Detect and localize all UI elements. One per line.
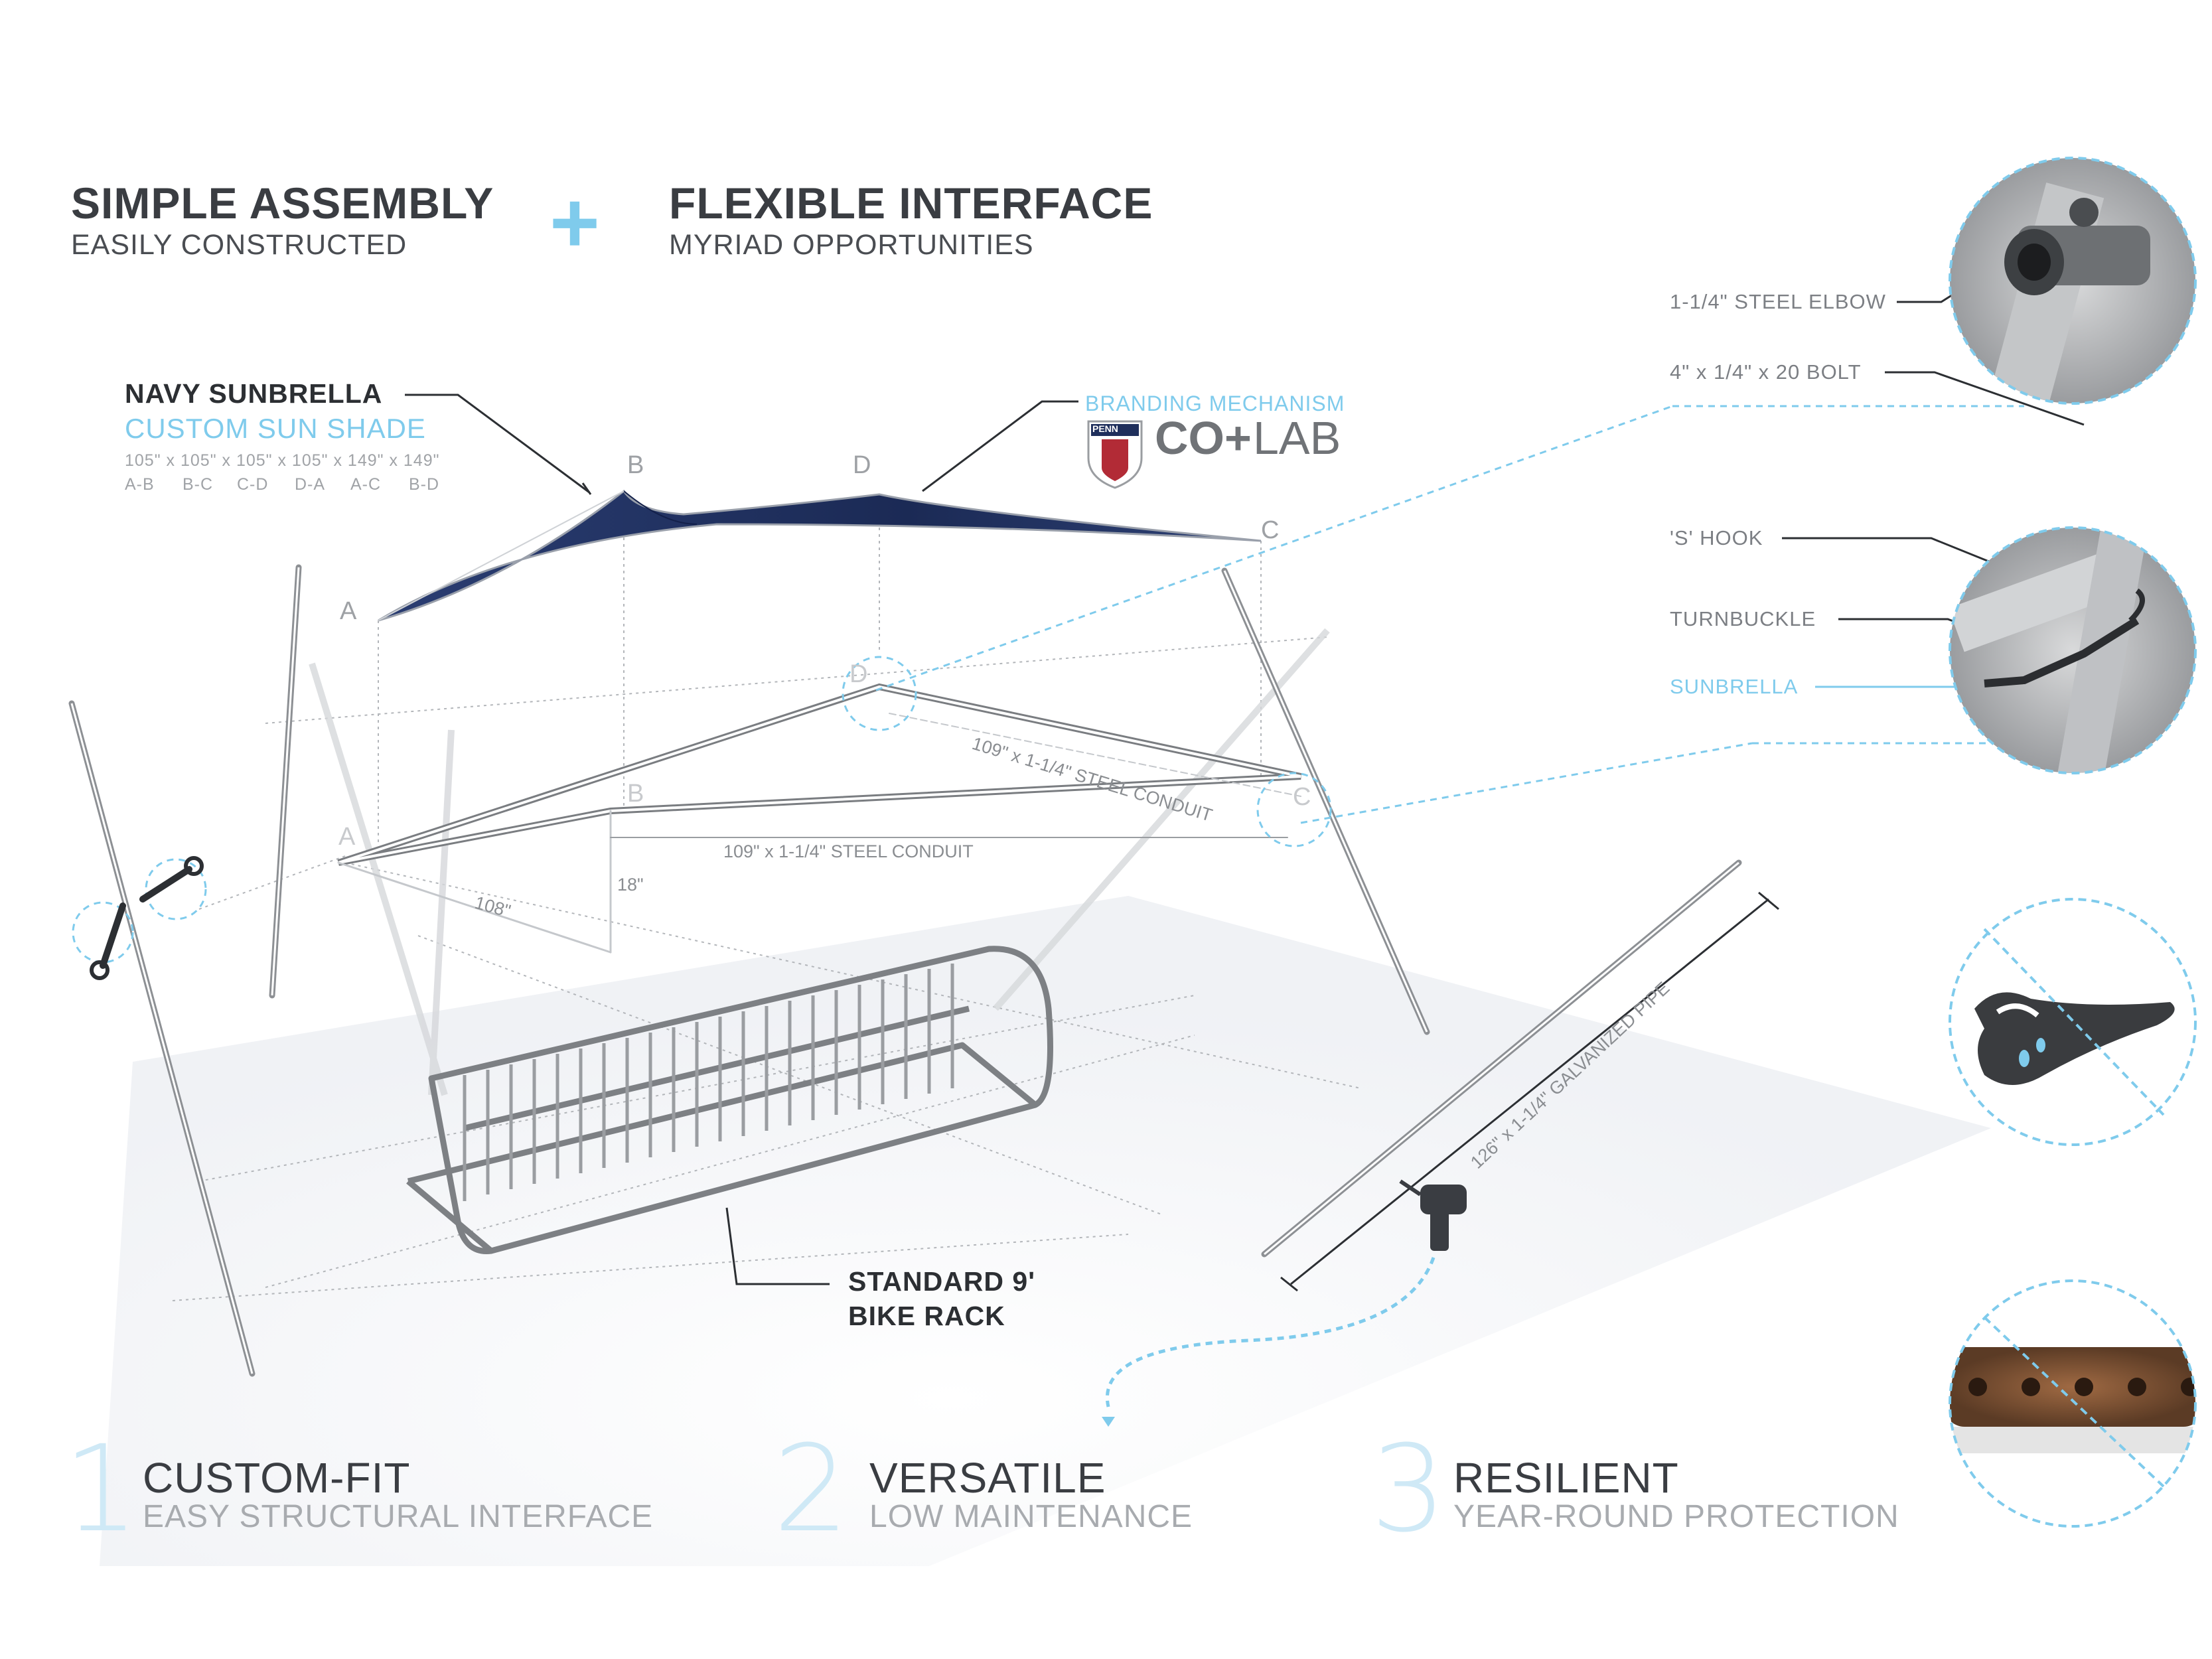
feature-1-number: 1 bbox=[63, 1420, 139, 1559]
callout-bolt: 4" x 1/4" x 20 BOLT bbox=[1670, 360, 1862, 384]
callout-turnbuckle: TURNBUCKLE bbox=[1670, 607, 1816, 630]
header-right-title: FLEXIBLE INTERFACE bbox=[669, 179, 1153, 228]
shade-edge-da: D-A bbox=[295, 475, 326, 494]
wrench-icon bbox=[90, 856, 204, 980]
feature-1-subtitle: EASY STRUCTURAL INTERFACE bbox=[143, 1499, 654, 1534]
frame-point-d: D bbox=[849, 660, 868, 688]
callout-elbow: 1-1/4" STEEL ELBOW bbox=[1670, 290, 1886, 313]
branding-label: BRANDING MECHANISM bbox=[1085, 392, 1345, 415]
plus-icon: + bbox=[550, 174, 600, 271]
conduit-bottom-label: 109" x 1-1/4" STEEL CONDUIT bbox=[723, 841, 974, 861]
steel-elbow-photo bbox=[1949, 157, 2197, 405]
turnbuckle-photo bbox=[1949, 526, 2197, 774]
conduit-frame bbox=[337, 683, 1302, 954]
header-left-subtitle: EASILY CONSTRUCTED bbox=[71, 229, 407, 261]
bike-rack-drawing bbox=[406, 946, 1053, 1254]
frame-point-b: B bbox=[627, 780, 644, 808]
feature-2-subtitle: LOW MAINTENANCE bbox=[869, 1499, 1193, 1534]
shade-edge-bc: B-C bbox=[183, 475, 214, 494]
shade-subtitle: CUSTOM SUN SHADE bbox=[125, 413, 426, 444]
penn-text: PENN bbox=[1092, 423, 1118, 434]
callout-sunbrella: SUNBRELLA bbox=[1670, 675, 1799, 698]
shade-title: NAVY SUNBRELLA bbox=[125, 378, 383, 409]
point-c-label: C bbox=[1261, 516, 1280, 544]
bike-seat-photo bbox=[1949, 898, 2197, 1146]
shade-edge-bd: B-D bbox=[409, 475, 440, 494]
penn-shield-logo bbox=[1087, 420, 1143, 489]
shade-dimensions: 105" x 105" x 105" x 105" x 149" x 149" bbox=[125, 451, 440, 470]
shade-edge-ab: A-B bbox=[125, 475, 155, 494]
point-b-label: B bbox=[627, 451, 644, 479]
rack-bars bbox=[463, 964, 954, 1201]
colab-lab: LAB bbox=[1253, 412, 1341, 464]
height-label: 18" bbox=[617, 875, 644, 895]
point-d-label: D bbox=[853, 451, 871, 479]
rusty-chain-photo bbox=[1949, 1279, 2197, 1528]
feature-3-number: 3 bbox=[1370, 1420, 1447, 1559]
frame-point-a: A bbox=[338, 823, 356, 851]
blue-connectors bbox=[72, 405, 2024, 1407]
drill-icon bbox=[1399, 1179, 1467, 1251]
point-a-label: A bbox=[340, 597, 357, 625]
header-right-subtitle: MYRIAD OPPORTUNITIES bbox=[669, 229, 1034, 261]
feature-1-title: CUSTOM-FIT bbox=[143, 1454, 411, 1502]
header-left-title: SIMPLE ASSEMBLY bbox=[71, 179, 494, 228]
colab-co: CO+ bbox=[1155, 412, 1252, 464]
rack-label-line1: STANDARD 9' bbox=[848, 1266, 1035, 1297]
feature-2-number: 2 bbox=[773, 1420, 849, 1559]
feature-2-title: VERSATILE bbox=[869, 1454, 1106, 1502]
frame-point-c: C bbox=[1293, 783, 1311, 811]
feature-3-title: RESILIENT bbox=[1453, 1454, 1679, 1502]
shade-edge-ac: A-C bbox=[350, 475, 382, 494]
shade-edge-cd: C-D bbox=[237, 475, 269, 494]
feature-3-subtitle: YEAR-ROUND PROTECTION bbox=[1453, 1499, 1899, 1534]
callout-s-hook: 'S' HOOK bbox=[1670, 526, 1763, 549]
rack-label-line2: BIKE RACK bbox=[848, 1301, 1005, 1331]
